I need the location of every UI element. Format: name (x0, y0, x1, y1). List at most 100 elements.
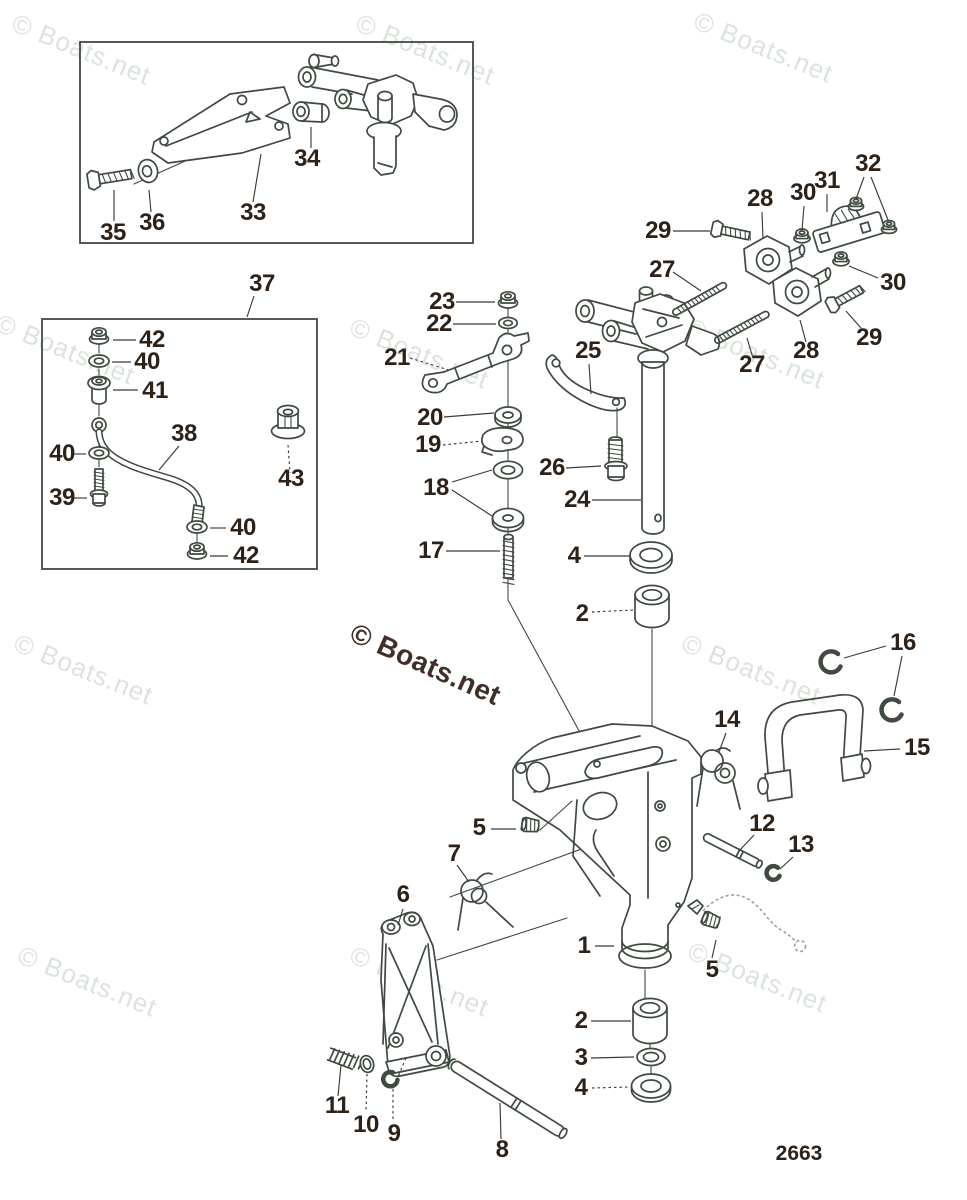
watermark: © Boats.net (352, 8, 500, 91)
part-2-bushing (634, 584, 670, 629)
part-22-washer (498, 316, 518, 330)
callout-12: 12 (749, 810, 775, 837)
part-42-nut (88, 326, 110, 345)
watermark: © Boats.net (14, 940, 162, 1023)
part-32-nut (880, 219, 898, 235)
part-1-swivel-bracket (512, 723, 702, 969)
callout-14: 14 (714, 706, 741, 733)
part-18-washer (492, 460, 524, 480)
watermark: © Boats.net (690, 6, 838, 89)
part-15-lock-lever (757, 693, 872, 802)
part-27-stud (670, 280, 729, 318)
callout-2-a: 2 (576, 600, 589, 627)
callout-5-b: 5 (706, 956, 719, 983)
callout-36: 36 (139, 209, 165, 236)
link-cable (687, 894, 807, 953)
callout-4-b: 4 (575, 1074, 589, 1101)
watermarks-layer: © Boats.net © Boats.net © Boats.net © Bo… (0, 6, 838, 1023)
part-19-plate (481, 427, 524, 456)
part-10-ring (359, 1054, 375, 1074)
callout-38: 38 (171, 420, 197, 447)
callout-28-a: 28 (747, 185, 773, 212)
callout-42-b: 42 (233, 542, 259, 569)
callout-20: 20 (417, 404, 443, 431)
callout-32: 32 (855, 150, 881, 177)
inset-a-border (79, 41, 474, 244)
part-28-mount (772, 267, 832, 317)
part-34-bushing (292, 101, 330, 123)
inset-a-leaders (113, 127, 312, 221)
callout-27-a: 27 (649, 256, 675, 283)
watermark: © Boats.net (10, 628, 158, 711)
callout-1: 1 (578, 932, 591, 959)
inset-a-mount-bracket-group: 35 36 33 34 (79, 41, 474, 246)
callout-6: 6 (397, 881, 410, 908)
part-33-bracket (151, 86, 291, 164)
callout-11: 11 (325, 1092, 350, 1119)
part-32-nut (847, 196, 865, 212)
part-31-bracket (812, 205, 886, 253)
callout-16: 16 (890, 629, 916, 656)
inset-b-leaders (74, 339, 291, 557)
part-14-torsion-spring (696, 747, 741, 810)
figure-number: 2663 (776, 1142, 823, 1165)
watermark: © Boats.net (0, 308, 140, 391)
part-21-steering-arm (421, 332, 530, 394)
callout-29-a: 29 (645, 217, 671, 244)
part-16-clip (882, 699, 902, 720)
part-18-washer (491, 507, 525, 533)
callout-13: 13 (788, 831, 814, 858)
inset-b-border (41, 318, 318, 570)
watermark-dark: © Boats.net (346, 617, 506, 711)
part-36-washer (137, 158, 159, 184)
callout-24: 24 (564, 486, 591, 513)
part-5-screw (520, 816, 542, 835)
part-3-washer (636, 1047, 666, 1067)
callout-19: 19 (415, 431, 441, 458)
part-41-bushing (87, 375, 111, 405)
callout-23: 23 (429, 288, 455, 315)
callout-3: 3 (575, 1044, 588, 1071)
part-23-nut (497, 290, 519, 309)
part-2-bushing (632, 997, 668, 1045)
part-29-bolt (709, 218, 754, 246)
part-4-washer (629, 541, 673, 574)
callout-37: 37 (249, 270, 275, 297)
pivot-washer-stack-group: 23 22 21 20 19 18 17 (384, 288, 597, 763)
callout-42-a: 42 (139, 326, 165, 353)
callout-40-b: 40 (49, 440, 75, 467)
callout-10: 10 (353, 1111, 379, 1138)
inset-a-steering-yoke (297, 53, 458, 176)
callout-31: 31 (814, 167, 840, 194)
part-29-bolt (823, 279, 869, 316)
part-35-bolt (85, 163, 136, 192)
part-28-mount (743, 235, 806, 285)
callout-35: 35 (100, 219, 126, 246)
callout-8: 8 (496, 1136, 509, 1163)
callout-7: 7 (448, 840, 461, 867)
watermark: © Boats.net (8, 8, 156, 91)
part-7-spring (457, 872, 514, 931)
column-leaders (409, 301, 500, 552)
part-11-spring (326, 1047, 365, 1071)
upper-mount-group: 29 27 28 30 31 32 30 29 28 27 (645, 150, 906, 378)
callout-22: 22 (426, 310, 452, 337)
callout-25: 25 (575, 337, 601, 364)
part-8-pivot-rod (447, 1058, 568, 1140)
callout-5-a: 5 (473, 814, 486, 841)
steering-yoke-assembly (575, 286, 721, 367)
leader-37 (246, 295, 255, 318)
callout-30-b: 30 (880, 269, 906, 296)
part-13-clip (765, 864, 781, 882)
callout-34: 34 (294, 145, 321, 172)
inset-b-steering-link-group: 37 42 40 41 38 40 39 40 42 43 (41, 270, 318, 570)
shaft-leaders (565, 363, 641, 613)
part-30-nut (793, 228, 811, 244)
swivel-shaft-group: 25 26 24 4 2 (539, 286, 721, 761)
callout-26: 26 (539, 454, 565, 481)
callout-43: 43 (278, 465, 304, 492)
callout-41: 41 (142, 377, 168, 404)
part-6-clamp-bracket (380, 911, 451, 1078)
mount-leaders (672, 176, 889, 359)
